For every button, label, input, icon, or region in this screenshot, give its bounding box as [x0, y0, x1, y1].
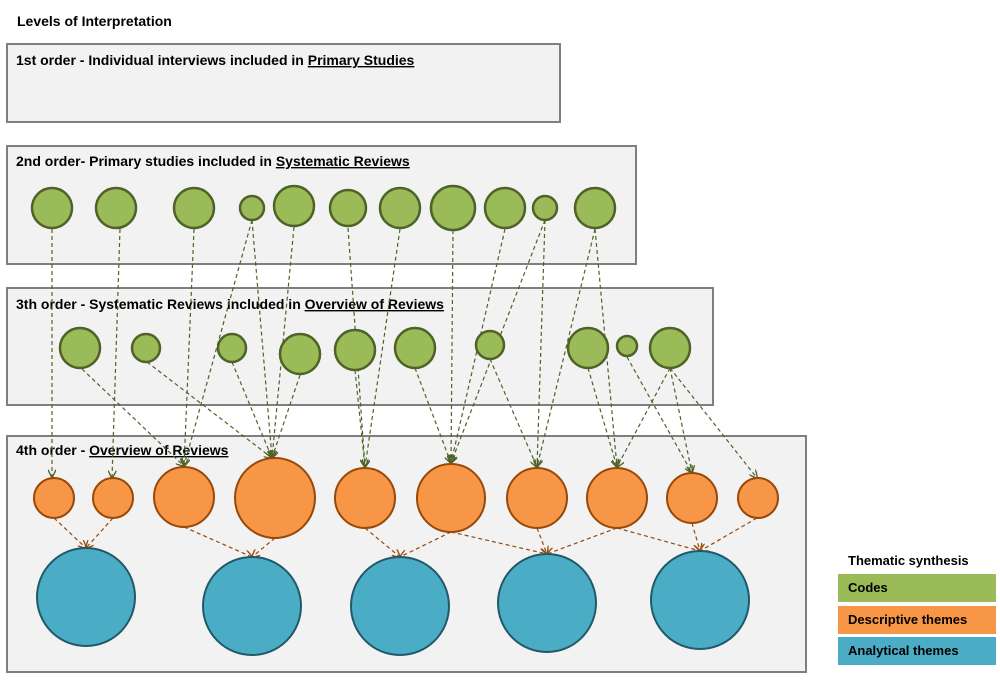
- legend-item-analytical-themes: Analytical themes: [838, 637, 996, 665]
- link-systematic-reviews: Systematic Reviews: [276, 153, 410, 169]
- descriptive-theme-node: [666, 472, 718, 524]
- analytical-theme-node: [202, 556, 302, 656]
- code-node: [172, 186, 216, 230]
- first-order-label: 1st order - Individual interviews includ…: [16, 52, 415, 68]
- legend-item-descriptive-themes: Descriptive themes: [838, 605, 996, 634]
- third-order-codes: [58, 326, 692, 376]
- analytical-theme-node: [36, 547, 136, 647]
- first-order-box: [6, 43, 561, 123]
- descriptive-theme-node: [506, 467, 568, 529]
- descriptive-theme-node: [586, 467, 648, 529]
- third-order-label: 3th order - Systematic Reviews included …: [16, 296, 444, 312]
- legend-title: Thematic synthesis: [848, 553, 969, 568]
- code-node: [378, 186, 422, 230]
- code-node: [573, 186, 617, 230]
- code-node: [615, 334, 639, 358]
- code-node: [566, 326, 610, 370]
- code-node: [474, 329, 506, 361]
- descriptive-theme-node: [92, 477, 134, 519]
- code-node: [328, 188, 368, 228]
- code-node: [648, 326, 692, 370]
- analytical-theme-node: [350, 556, 450, 656]
- code-node: [278, 332, 322, 376]
- descriptive-theme-node: [33, 477, 75, 519]
- code-node: [58, 326, 102, 370]
- theme-connectors: [53, 517, 758, 557]
- code-node: [483, 186, 527, 230]
- analytical-themes: [36, 547, 750, 656]
- descriptive-themes: [33, 457, 779, 539]
- link-overview-of-reviews-4th: Overview of Reviews: [89, 442, 229, 458]
- code-node: [30, 186, 74, 230]
- second-order-label: 2nd order- Primary studies included in S…: [16, 153, 410, 169]
- descriptive-theme-node: [737, 477, 779, 519]
- link-overview-of-reviews: Overview of Reviews: [305, 296, 445, 312]
- second-order-codes: [30, 184, 617, 232]
- analytical-theme-node: [650, 550, 750, 650]
- legend: Thematic synthesis Codes Descriptive the…: [838, 548, 996, 669]
- legend-item-codes: Codes: [838, 574, 996, 602]
- fourth-order-label: 4th order - Overview of Reviews: [16, 442, 229, 458]
- page-title: Levels of Interpretation: [17, 13, 172, 29]
- link-primary-studies: Primary Studies: [308, 52, 415, 68]
- code-node: [130, 332, 162, 364]
- descriptive-theme-node: [416, 463, 486, 533]
- descriptive-theme-node: [334, 467, 396, 529]
- code-node: [272, 184, 316, 228]
- analytical-theme-node: [497, 553, 597, 653]
- descriptive-theme-node: [153, 466, 215, 528]
- code-node: [238, 194, 266, 222]
- code-node: [216, 332, 248, 364]
- code-node: [333, 328, 377, 372]
- code-node: [94, 186, 138, 230]
- code-node: [531, 194, 559, 222]
- code-node: [429, 184, 477, 232]
- descriptive-theme-node: [234, 457, 316, 539]
- code-node: [393, 326, 437, 370]
